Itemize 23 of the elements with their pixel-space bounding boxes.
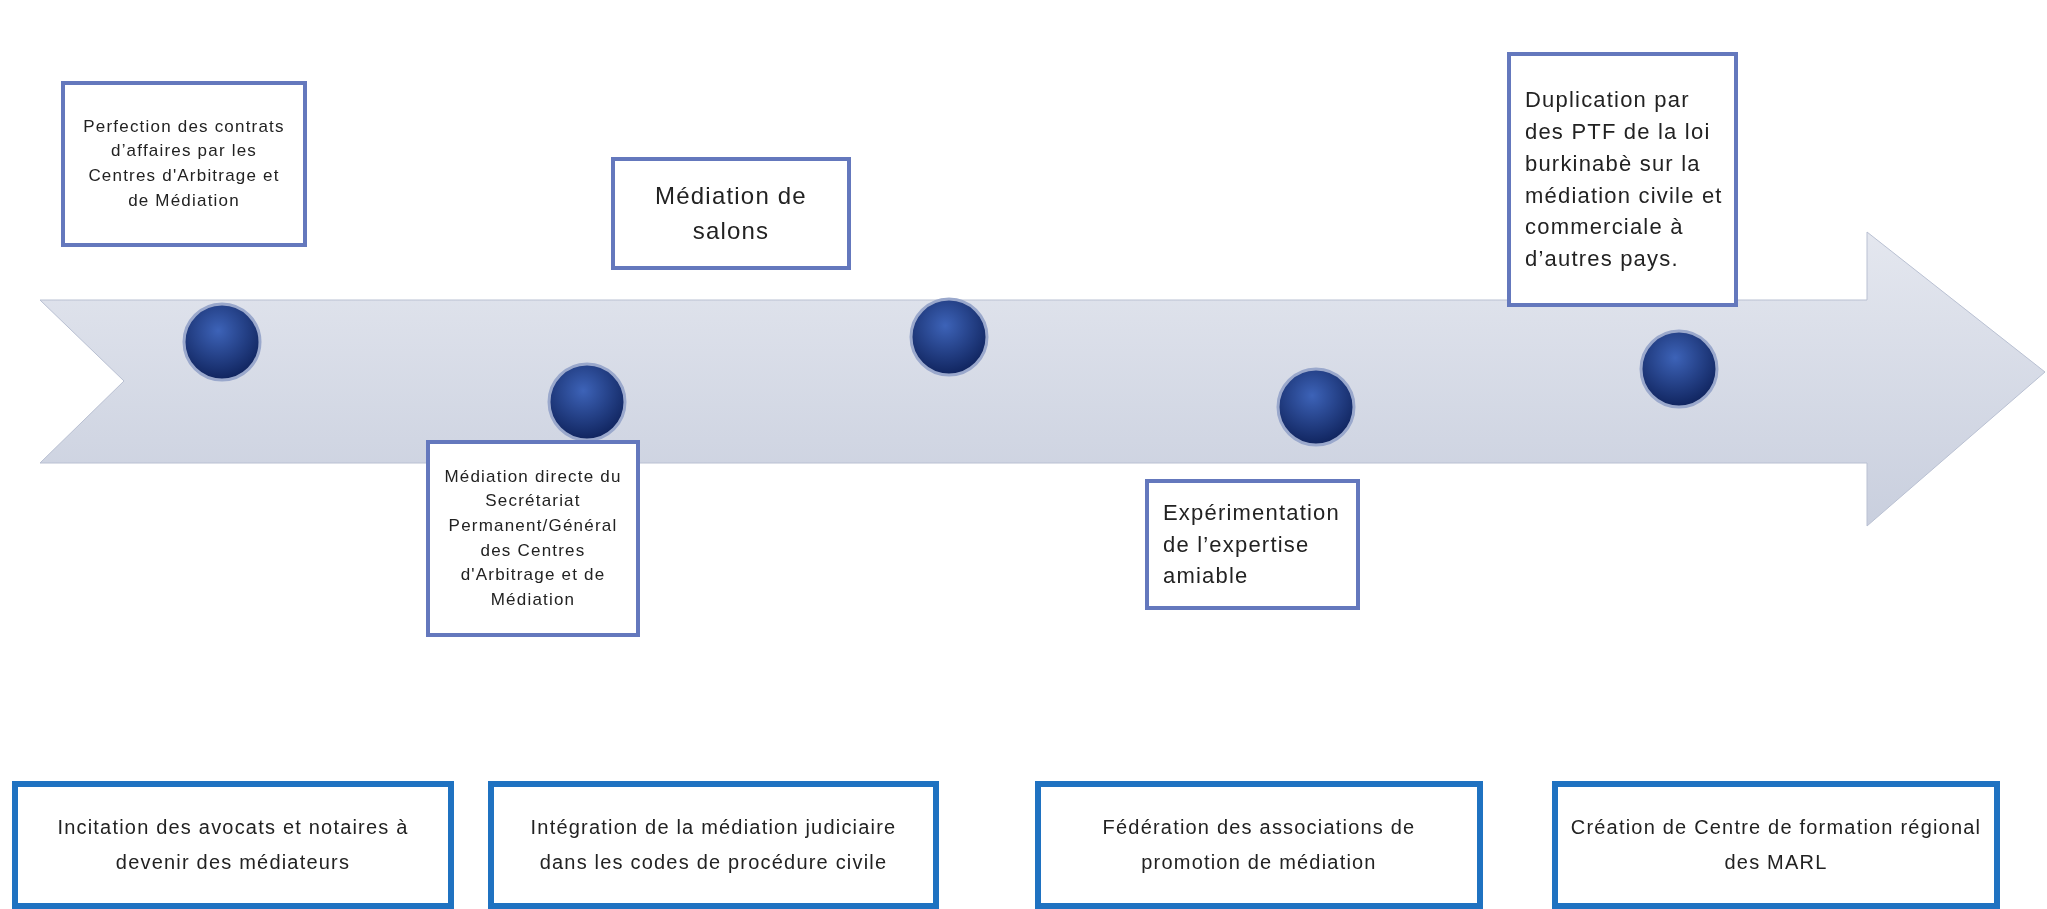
box-text: Duplication par des PTF de la loi burkinabè sur la médiation civile et commerciale à d’autres pays.: [1525, 85, 1724, 274]
text-box: [488, 781, 939, 909]
timeline-dot: [1276, 367, 1356, 447]
timeline-dot: [182, 302, 262, 382]
box-text: Intégration de la médiation judiciaire dans les codes de procédure civile: [529, 815, 898, 875]
box-text: Expérimentation de l’expertise amiable: [1163, 498, 1341, 591]
timeline-dot: [909, 297, 989, 377]
box-text: Médiation de salons: [654, 180, 808, 246]
text-box: [1507, 52, 1738, 307]
box-text: Incitation des avocats et notaires à devenir des médiateurs: [56, 815, 410, 875]
box-text: Fédération des associations de promotion de médiation: [1101, 815, 1417, 875]
text-box: [1552, 781, 2000, 909]
box-text: Médiation directe du Secrétariat Permanent/Général des Centres d'Arbitrage et de Médiation: [443, 465, 623, 611]
text-box: [1145, 479, 1360, 610]
timeline-dot: [547, 362, 627, 442]
timeline-dot: [1639, 329, 1719, 409]
text-box: [1035, 781, 1483, 909]
text-box: [426, 440, 640, 637]
text-box: [12, 781, 454, 909]
box-text: Perfection des contrats d’affaires par les Centres d'Arbitrage et de Médiation: [82, 115, 286, 212]
text-box: [61, 81, 307, 247]
box-text: Création de Centre de formation régional des MARL: [1569, 815, 1983, 875]
text-box: [611, 157, 851, 270]
